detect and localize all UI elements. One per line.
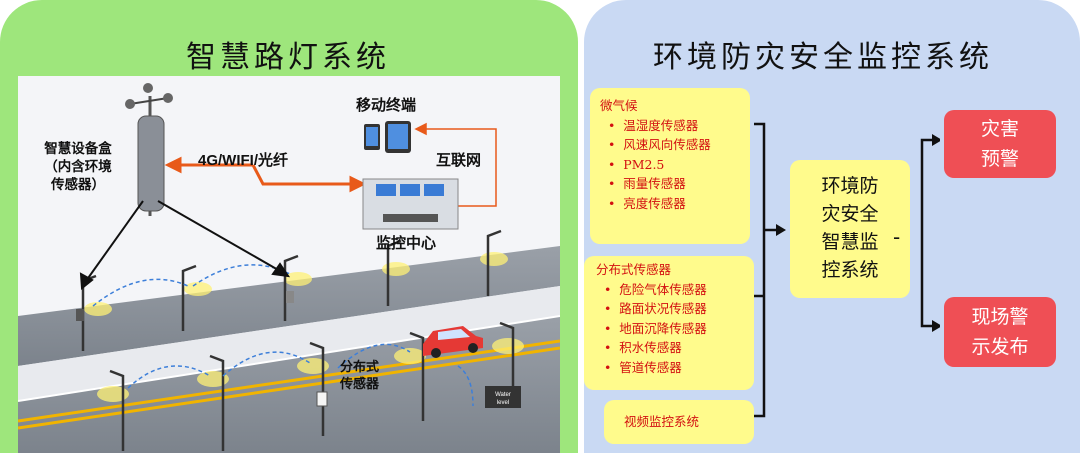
sensor-item: • 路面状况传感器 (596, 301, 707, 317)
pole-sensor-box (76, 309, 84, 321)
distributed-sensors-list: 分布式传感器 • 危险气体传感器 • 路面状况传感器 • 地面沉降传感器 • 积… (596, 260, 707, 378)
sensor-item: • 风速风向传感器 (600, 137, 711, 153)
sign-line-1: Water (495, 392, 511, 398)
monitoring-center-graphic (362, 178, 459, 230)
distributed-sensors-heading: 分布式传感器 (596, 262, 672, 277)
center-line-2: 灾安全 (821, 203, 879, 225)
distributed-sensors-box (584, 256, 754, 390)
sidewalk (18, 286, 560, 401)
left-bracket (754, 122, 778, 418)
video-monitoring-label: 视频监控系统 (624, 414, 700, 429)
right-panel-title: 环境防灾安全监控系统 (653, 40, 993, 75)
right-bracket (920, 138, 936, 328)
sign-line-2: level (497, 400, 509, 406)
onsite-line-1: 现场警 (971, 306, 1029, 328)
micro-climate-list: 微气候 • 温湿度传感器 • 风速风向传感器 • PM2.5 • 雨量传感器 •… (600, 96, 711, 214)
internet-label: 互联网 (436, 152, 482, 169)
network-link-arrows (164, 156, 367, 193)
water-level-sign (485, 386, 521, 408)
disaster-warning-box: 灾害 预警 (944, 110, 1056, 178)
arrow-to-disaster (932, 134, 940, 146)
monitoring-center-label: 监控中心 (376, 235, 437, 252)
sensor-item: • 温湿度传感器 (600, 117, 699, 133)
upper-road (18, 246, 560, 366)
disaster-line-2: 预警 (980, 148, 1019, 170)
sensor-item: • 雨量传感器 (600, 176, 686, 192)
car (423, 326, 483, 358)
smart-device-pole (125, 83, 173, 216)
onsite-line-2: 示发布 (971, 336, 1029, 358)
video-monitoring-box (604, 400, 754, 444)
mobile-terminal-label: 移动终端 (356, 97, 417, 114)
sensor-item: • 积水传感器 (596, 340, 682, 356)
micro-climate-heading: 微气候 (600, 98, 638, 113)
distributed-sensor-line-2: 传感器 (340, 376, 380, 391)
center-line-3: 智慧监 (821, 231, 879, 253)
streetlight-scene: Water level (18, 83, 560, 453)
sensor-item: • 亮度传感器 (600, 195, 686, 211)
arrow-to-onsite (932, 320, 940, 332)
sensor-item: • 危险气体传感器 (596, 281, 707, 297)
disaster-line-1: 灾害 (980, 118, 1019, 140)
center-line-4: 控系统 (821, 259, 879, 281)
device-box-line-2: （内含环境 (44, 159, 112, 174)
center-line-1: 环境防 (821, 175, 879, 197)
arrow-to-center (776, 224, 786, 236)
left-panel-title: 智慧路灯系统 (186, 40, 390, 75)
sensor-item: • 地面沉降传感器 (596, 320, 707, 336)
smart-device-box-label: 智慧设备盒 （内含环境 传感器） (36, 140, 120, 194)
center-dash: - (893, 225, 901, 249)
streetlight-illustration: Water level (18, 76, 560, 453)
network-link-label: 4G/WIFI/光纤 (198, 152, 289, 169)
mobile-devices (364, 121, 411, 153)
lane-line (18, 346, 560, 430)
onsite-alert-box: 现场警 示发布 (944, 297, 1056, 367)
device-box-line-3: 传感器） (51, 177, 105, 192)
distributed-sensor-line-1: 分布式 (340, 359, 380, 374)
sensor-item: • PM2.5 (600, 156, 665, 172)
distributed-sensor-label: 分布式 传感器 (340, 358, 379, 392)
center-system-box: 环境防 灾安全 智慧监 控系统 (790, 160, 910, 298)
internet-link (414, 122, 497, 207)
lane-line (18, 339, 560, 423)
sensor-item: • 管道传感器 (596, 359, 682, 375)
pole-sensor-box (286, 291, 294, 303)
device-arrows (79, 200, 291, 290)
distributed-sensor-device (316, 391, 328, 407)
light-glows (84, 252, 524, 402)
micro-climate-box (590, 88, 750, 244)
flow-connectors (754, 122, 940, 418)
device-box-line-1: 智慧设备盒 (44, 141, 112, 156)
